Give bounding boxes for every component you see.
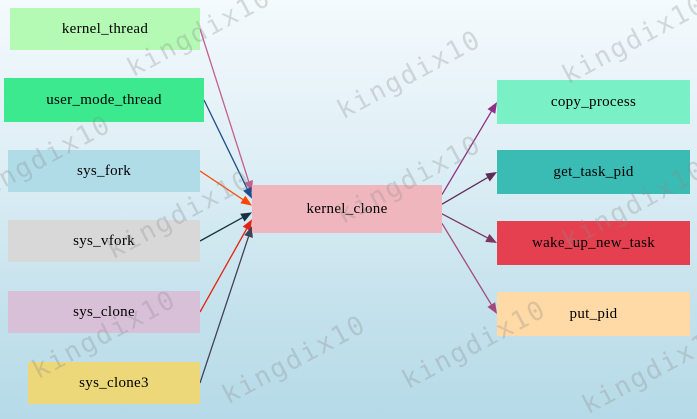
edge-sys_clone-to-kernel_clone (199, 219, 252, 313)
edge-kernel_thread-to-kernel_clone (199, 28, 253, 192)
watermark-text: kingdix10 (217, 309, 372, 411)
edge-kernel_clone-to-wake_up_new_task (441, 213, 497, 243)
edge-kernel_clone-to-copy_process (441, 102, 497, 195)
edge-sys_vfork-to-kernel_clone (199, 212, 252, 242)
node-sys-clone: sys_clone (8, 291, 200, 333)
edge-sys_clone3-to-kernel_clone (199, 226, 253, 384)
node-sys-vfork: sys_vfork (8, 220, 200, 262)
node-wake-up-new-task: wake_up_new_task (497, 221, 690, 265)
node-put-pid: put_pid (497, 292, 690, 336)
edge-kernel_clone-to-get_task_pid (441, 172, 497, 205)
node-kernel-thread: kernel_thread (10, 8, 200, 50)
node-get-task-pid: get_task_pid (497, 150, 690, 194)
node-sys-clone3: sys_clone3 (28, 362, 200, 404)
node-copy-process: copy_process (497, 80, 690, 124)
node-user-mode-thread: user_mode_thread (4, 78, 204, 122)
node-sys-fork: sys_fork (8, 150, 200, 192)
edge-user_mode_thread-to-kernel_clone (203, 99, 252, 199)
edge-sys_fork-to-kernel_clone (199, 170, 252, 206)
watermark-text: kingdix10 (332, 24, 487, 126)
edge-kernel_clone-to-put_pid (441, 223, 497, 314)
node-kernel-clone: kernel_clone (252, 185, 442, 233)
watermark-text: kingdix10 (557, 0, 697, 91)
